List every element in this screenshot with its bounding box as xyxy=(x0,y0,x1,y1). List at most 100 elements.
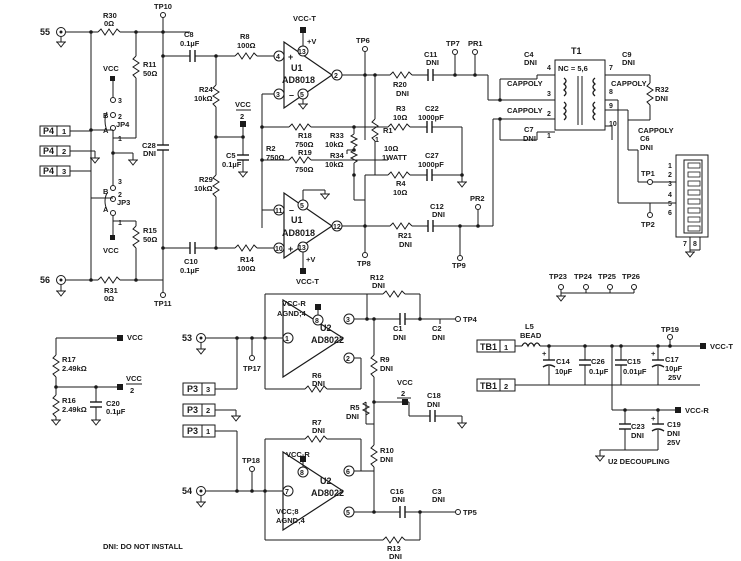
r15-value: 50Ω xyxy=(143,235,157,244)
c17-ref: C17 xyxy=(665,355,679,364)
c22-value: 1000pF xyxy=(418,113,444,122)
t1-nc: NC = 5,6 xyxy=(558,64,588,73)
c15-ref: C15 xyxy=(627,357,641,366)
c5-ref: C5 xyxy=(226,151,236,160)
tp18-label: TP18 xyxy=(242,456,260,465)
r29-value: 10kΩ xyxy=(194,184,213,193)
r30-resistor xyxy=(97,28,121,36)
r31-ref: R31 xyxy=(104,286,118,295)
c5-vcc-half: 2 xyxy=(240,112,244,121)
r10-resistor xyxy=(370,444,378,468)
ground-testpoints: TP23 TP24 TP25 TP26 xyxy=(549,272,640,302)
tp8-label: TP8 xyxy=(357,259,371,268)
c26-ref: C26 xyxy=(591,357,605,366)
c16-value: DNI xyxy=(392,495,405,504)
r7-resistor xyxy=(304,435,328,443)
r1-resistor xyxy=(371,118,379,142)
u2-top-ref: U2 xyxy=(320,323,332,333)
l5-inductor xyxy=(521,342,541,348)
bias-divider: VCC R17 2.49kΩ VCC 2 C20 0.1µF R16 2.49k… xyxy=(50,333,143,426)
r5-value: DNI xyxy=(346,412,359,421)
tp23-label: TP23 xyxy=(549,272,567,281)
p3-2-pin: 2 xyxy=(206,406,210,415)
power-vcc-t-label: VCC-T xyxy=(710,342,733,351)
tp26-label: TP26 xyxy=(622,272,640,281)
tp2-label: TP2 xyxy=(641,220,655,229)
p4-3-label: P4 xyxy=(43,166,54,176)
c22-ref: C22 xyxy=(425,104,439,113)
rj-pin8: 8 xyxy=(693,241,697,248)
u2-top-pin1: 1 xyxy=(285,336,289,343)
connector-54-label: 54 xyxy=(182,486,192,496)
r11-ref: R11 xyxy=(143,60,156,69)
p3-1-pin: 1 xyxy=(206,427,210,436)
c23-ref: C23 xyxy=(631,422,645,431)
u2-bottom-ref: U2 xyxy=(320,476,332,486)
jp4-label: JP4 xyxy=(116,120,130,129)
r10-value: DNI xyxy=(380,455,393,464)
c10-ref: C10 xyxy=(184,257,198,266)
u1-bottom-pin12: 12 xyxy=(333,224,341,231)
r31-value: 0Ω xyxy=(104,294,114,303)
c6-type: CAPPOLY xyxy=(638,126,674,135)
r16-ref: R16 xyxy=(62,396,76,405)
r3-resistor xyxy=(387,123,411,131)
c16-ref: C16 xyxy=(390,487,404,496)
t1-pin1: 1 xyxy=(547,133,551,140)
u1-bottom-pin13: 13 xyxy=(298,245,306,252)
r15-resistor xyxy=(132,225,140,249)
u2-bottom-part: AD8022 xyxy=(311,488,344,498)
rj-pin7: 7 xyxy=(683,241,687,248)
c1-ref: C1 xyxy=(393,324,403,333)
c17-value: 10µF xyxy=(665,364,683,373)
u2-bottom-pin7: 7 xyxy=(285,489,289,496)
c8-ref: C8 xyxy=(184,30,194,39)
r1-ref: R1 xyxy=(383,126,393,135)
r14-ref: R14 xyxy=(240,255,255,264)
u1-top-amplifier xyxy=(283,40,334,110)
r4-resistor xyxy=(387,171,411,179)
r19-resistor xyxy=(288,156,312,164)
r1-rating: 1WATT xyxy=(382,153,407,162)
u2-decoupling-label: U2 DECOUPLING xyxy=(608,457,670,466)
r2-ref: R2 xyxy=(266,144,276,153)
r2-value: 750Ω xyxy=(266,153,285,162)
r13-resistor xyxy=(382,536,406,544)
tp11 xyxy=(160,292,166,298)
t1-pin9: 9 xyxy=(609,103,613,110)
c19-rating: 25V xyxy=(667,438,680,447)
r6-value: DNI xyxy=(312,379,325,388)
r32-value: DNI xyxy=(655,94,668,103)
tp6-label: TP6 xyxy=(356,36,370,45)
tp10 xyxy=(160,12,166,18)
r15-ref: R15 xyxy=(143,226,157,235)
divider-vcchalf-label: VCC xyxy=(126,374,142,383)
u1-top-plusv: +V xyxy=(307,37,316,46)
tb1-2-pin: 2 xyxy=(504,382,508,391)
u1-bottom-pin5: 5 xyxy=(300,203,304,210)
r9-value: DNI xyxy=(380,364,393,373)
tp18 xyxy=(249,466,255,472)
r17-value: 2.49kΩ xyxy=(62,364,87,373)
r14-value: 100Ω xyxy=(237,264,256,273)
tp11-label: TP11 xyxy=(154,299,172,308)
c27-value: 1000pF xyxy=(418,160,444,169)
t1-pin2: 2 xyxy=(547,111,551,118)
r33-ref: R33 xyxy=(330,131,344,140)
u1-top-supply: VCC-T xyxy=(293,14,316,23)
c4-value: DNI xyxy=(524,58,537,67)
tp5 xyxy=(455,509,461,515)
tp6 xyxy=(362,46,368,52)
c3-ref: C3 xyxy=(432,487,442,496)
r21-resistor xyxy=(389,222,413,230)
r17-resistor xyxy=(52,354,60,378)
c2-ref: C2 xyxy=(432,324,442,333)
rj-pin3: 3 xyxy=(668,181,672,188)
rj-pin5: 5 xyxy=(668,201,672,208)
pr1 xyxy=(472,49,478,55)
tp7 xyxy=(452,49,458,55)
c18-value: DNI xyxy=(427,400,440,409)
r17-ref: R17 xyxy=(62,355,76,364)
p4-3-pin: 3 xyxy=(62,167,66,176)
tp9-label: TP9 xyxy=(452,261,466,270)
